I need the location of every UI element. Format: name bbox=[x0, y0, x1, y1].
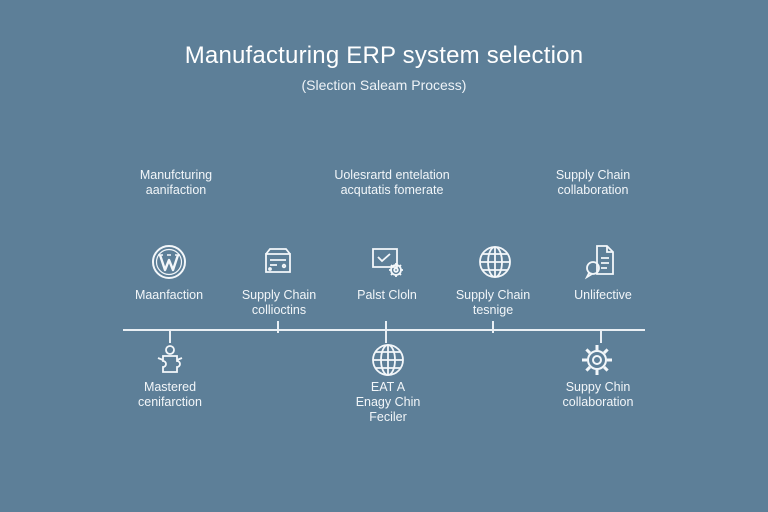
storage-box-icon bbox=[258, 242, 298, 282]
top-note-center: Uolesrartd entelation acqutatis fomerate bbox=[312, 168, 472, 198]
lower-node-1-label: Mastered cenifarction bbox=[115, 380, 225, 410]
upper-node-4-line-2: tesnige bbox=[472, 303, 514, 317]
puzzle-person-icon bbox=[150, 340, 190, 380]
timeline-tick bbox=[600, 331, 602, 343]
timeline-tick bbox=[492, 321, 494, 333]
upper-node-5-label: Unlifective bbox=[548, 288, 658, 303]
upper-node-1-label: Maanfaction bbox=[114, 288, 224, 303]
diagram-title: Manufacturing ERP system selection bbox=[184, 42, 584, 69]
upper-node-2-line-2: collioctins bbox=[251, 303, 307, 317]
timeline-tick bbox=[169, 331, 171, 343]
diagram-subtitle: (Slection Saleam Process) bbox=[301, 77, 467, 93]
upper-node-1-line-1: Maanfaction bbox=[134, 288, 204, 302]
lower-node-2-label: EAT A Enagy Chin Feciler bbox=[333, 380, 443, 425]
upper-node-4-label: Supply Chain tesnige bbox=[438, 288, 548, 318]
document-chat-icon bbox=[581, 242, 621, 282]
wordpress-icon bbox=[149, 242, 189, 282]
timeline-tick bbox=[385, 331, 387, 343]
top-note-left-line-2: aanifaction bbox=[145, 183, 207, 197]
upper-node-3-line-1: Palst Cloln bbox=[357, 288, 417, 302]
upper-node-5-line-1: Unlifective bbox=[574, 288, 632, 302]
lower-node-3-line-1: Suppy Chin bbox=[565, 380, 631, 394]
lower-node-3-line-2: collaboration bbox=[562, 395, 634, 409]
lower-node-2-line-1: EAT A bbox=[370, 380, 406, 394]
lower-node-1-line-2: cenifarction bbox=[138, 395, 202, 409]
timeline-tick bbox=[385, 321, 387, 333]
top-note-center-line-1: Uolesrartd entelation bbox=[334, 168, 450, 182]
lower-node-2-line-2: Enagy Chin bbox=[355, 395, 421, 409]
timeline-tick bbox=[277, 321, 279, 333]
globe-icon bbox=[475, 242, 515, 282]
top-note-left: Manufcturing aanifaction bbox=[116, 168, 236, 198]
lower-node-3-label: Suppy Chin collaboration bbox=[543, 380, 653, 410]
top-note-left-line-1: Manufcturing bbox=[139, 168, 213, 182]
top-note-right: Supply Chain collaboration bbox=[533, 168, 653, 198]
upper-node-3-label: Palst Cloln bbox=[332, 288, 442, 303]
top-note-right-line-2: collaboration bbox=[557, 183, 629, 197]
gear-screen-icon bbox=[367, 242, 407, 282]
upper-node-2-line-1: Supply Chain bbox=[241, 288, 317, 302]
upper-node-2-label: Supply Chain collioctins bbox=[224, 288, 334, 318]
top-note-center-line-2: acqutatis fomerate bbox=[340, 183, 444, 197]
lower-node-2-line-3: Feciler bbox=[369, 410, 407, 424]
gear-icon bbox=[577, 340, 617, 380]
upper-node-4-line-1: Supply Chain bbox=[455, 288, 531, 302]
lower-node-1-line-1: Mastered bbox=[143, 380, 197, 394]
globe-icon bbox=[368, 340, 408, 380]
timeline-axis bbox=[123, 329, 645, 331]
top-note-right-line-1: Supply Chain bbox=[555, 168, 631, 182]
